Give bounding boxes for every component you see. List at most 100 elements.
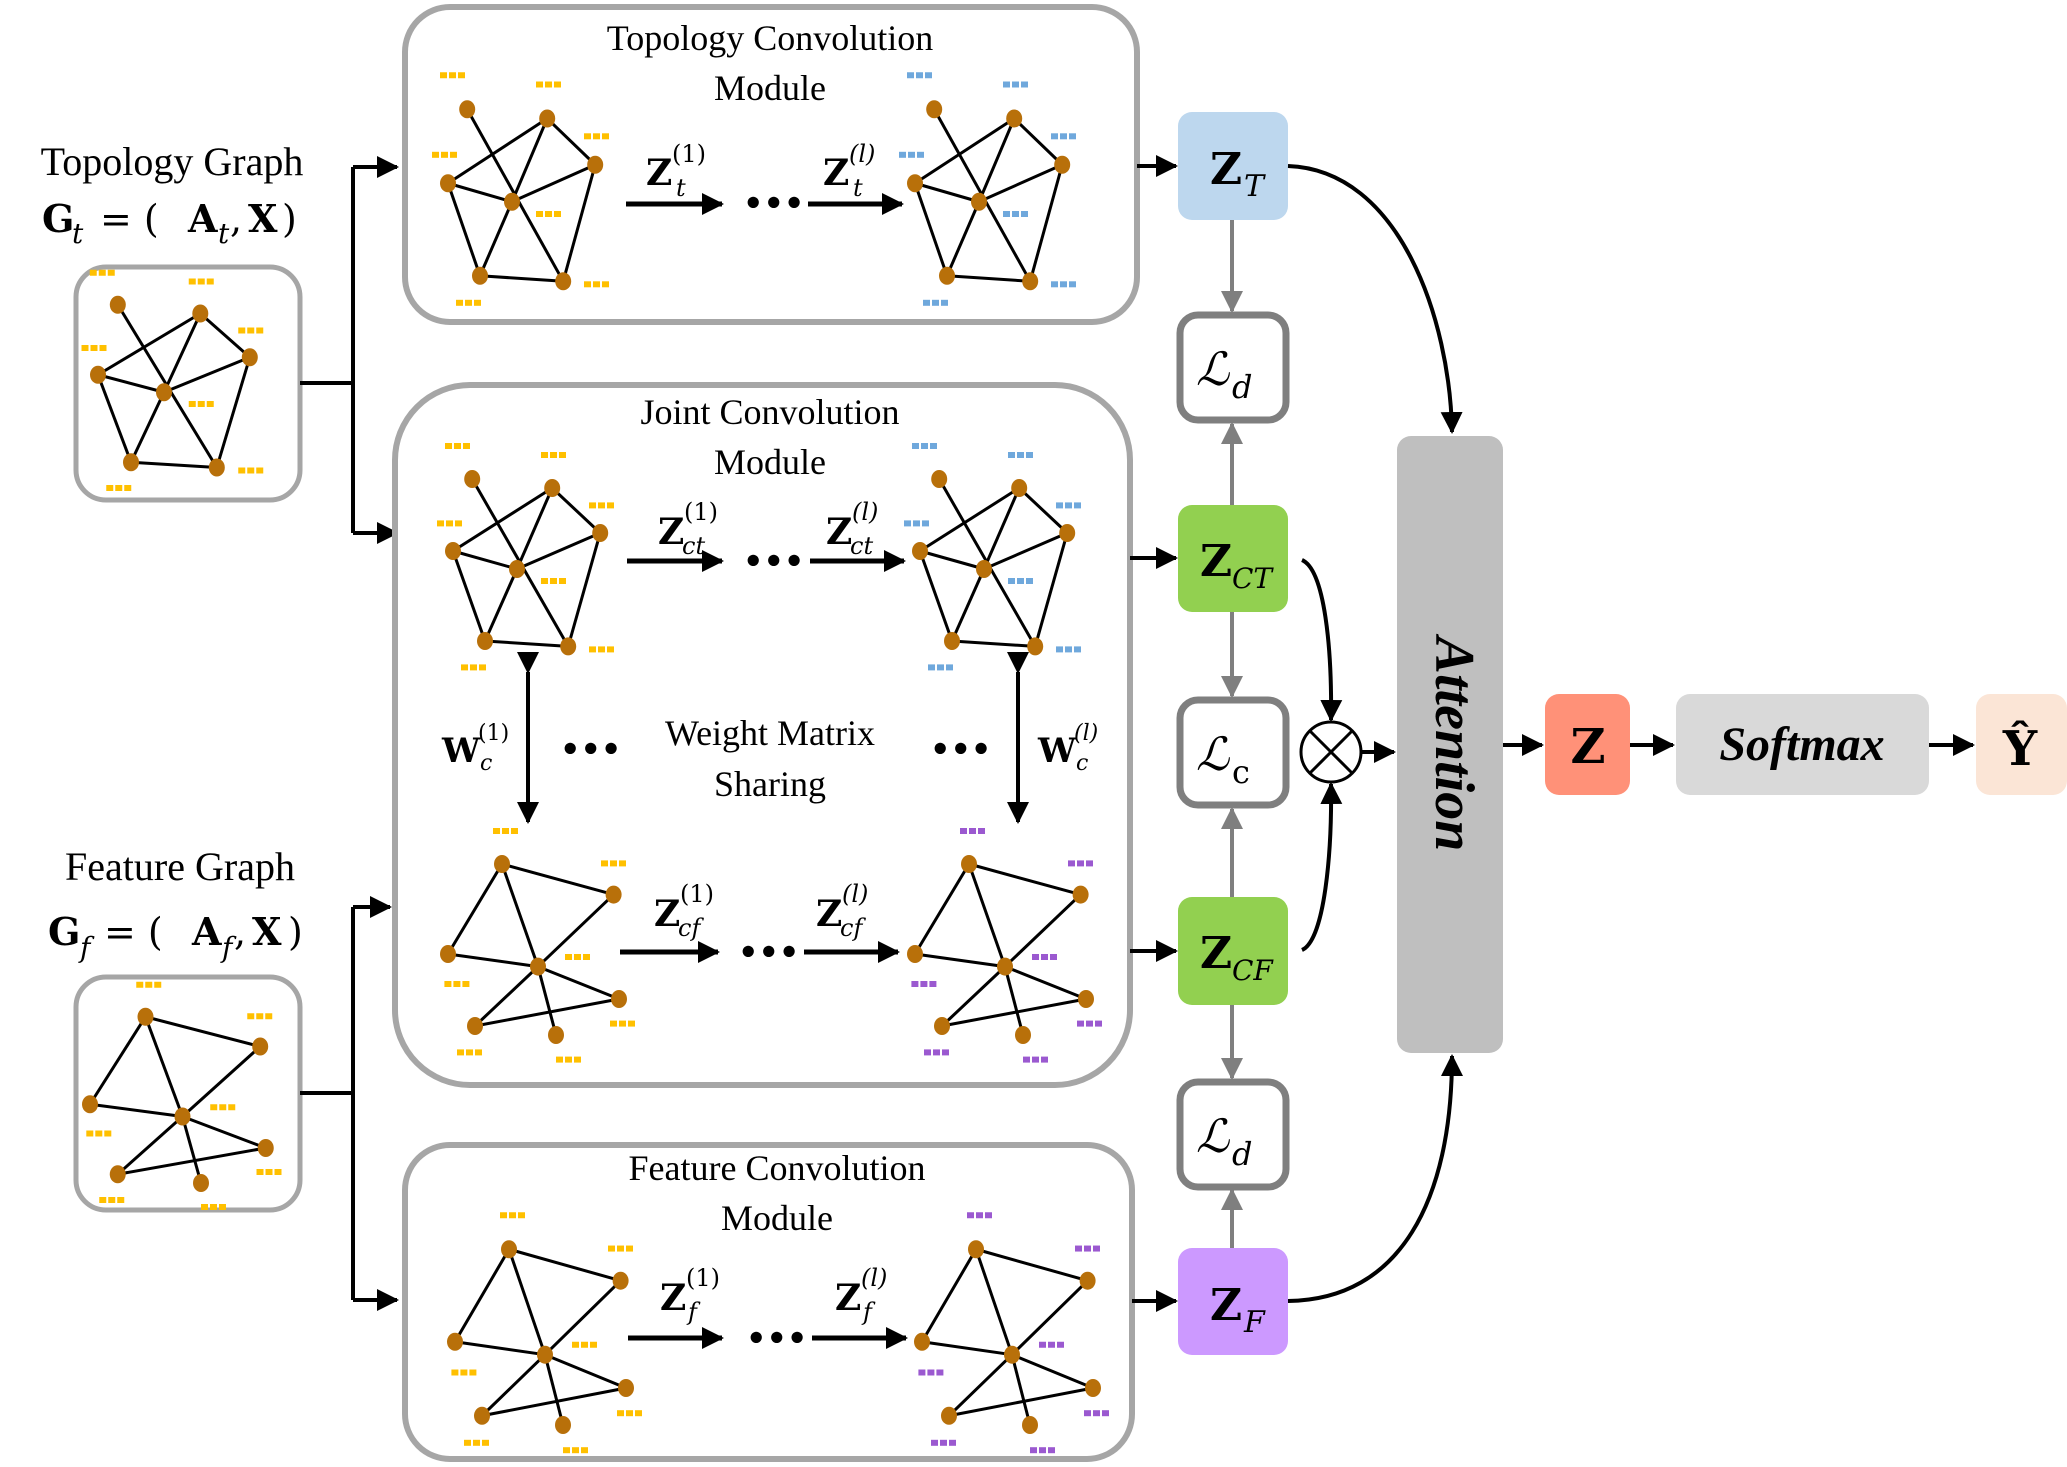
topology-module-out-feature-cell <box>1003 81 1010 88</box>
feature-graph-input: Feature Graph G f = ( A f , X ) <box>48 844 303 1213</box>
joint-bottom-out-edge <box>1004 965 1087 1001</box>
joint-bottom-out-feature-cell <box>1023 1056 1030 1063</box>
feature-module-in-edge <box>480 1353 547 1417</box>
feature-module-in-feature-cell <box>469 1369 477 1376</box>
joint-bottom-out-edge <box>967 863 1007 968</box>
topology-input-feature-cell <box>206 401 214 407</box>
feature-input-node <box>137 1007 154 1026</box>
svg-text:A: A <box>191 909 222 954</box>
feature-module-out-edge <box>1010 1354 1032 1426</box>
joint-bottom-out-edge <box>1003 893 1082 968</box>
joint-bottom-in-feature-cell <box>610 1020 617 1027</box>
feature-input-feature-cell <box>228 1104 236 1111</box>
topology-module-in-feature-cell <box>536 81 543 88</box>
joint-top-out-feature-cell <box>1065 646 1072 653</box>
joint-module-feature-input-graph <box>440 828 635 1063</box>
feature-module-in-edge <box>543 1279 622 1356</box>
topology-module-out-edge <box>946 274 1031 283</box>
joint-bottom-in-feature-cell <box>574 954 581 960</box>
feature-module-in-feature-cell <box>572 1341 579 1348</box>
joint-top-out-edge <box>1033 532 1069 647</box>
topology-module-in-edge <box>546 117 597 166</box>
joint-bottom-in-node <box>548 1026 564 1044</box>
feature-input-feature-cell <box>86 1130 94 1137</box>
joint-top-out-feature-cell <box>904 520 911 527</box>
svg-text:ℒ: ℒ <box>1196 1109 1230 1163</box>
topology-module-out-edge <box>1028 164 1064 282</box>
feature-module-in-feature-cell <box>464 1439 471 1446</box>
feature-input-edge <box>117 1146 267 1176</box>
module-output-arrows <box>1130 155 1178 1312</box>
feature-input-node <box>193 1174 209 1192</box>
topology-module-out-edge <box>978 163 1063 204</box>
svg-text:•••: ••• <box>746 1319 807 1357</box>
joint-top-out-edge <box>950 568 986 642</box>
joint-bottom-in-edge <box>500 863 540 968</box>
joint-top-out-node <box>912 542 928 560</box>
feature-module-out-feature-cell <box>1039 1341 1046 1348</box>
joint-bottom-in-feature-cell <box>444 981 452 987</box>
joint-bottom-out-node <box>1072 885 1089 904</box>
svg-text:= (: = ( <box>100 197 159 241</box>
feature-module-input-graph <box>447 1212 642 1454</box>
svg-text:•••: ••• <box>743 542 804 580</box>
joint-bottom-in-feature-cell <box>628 1020 635 1027</box>
z-output-box: Z <box>1545 694 1630 795</box>
joint-bottom-in-node <box>530 957 546 976</box>
feature-graph-formula: G f = ( A f , X ) <box>48 909 303 964</box>
joint-bottom-in-feature-cell <box>610 860 617 867</box>
joint-top-in-feature-cell <box>559 578 566 584</box>
svg-text:f: f <box>78 931 95 964</box>
topology-module-in-feature-cell <box>440 72 447 79</box>
zf-box: Z F <box>1178 1248 1288 1355</box>
feature-input-node <box>109 1165 126 1184</box>
joint-bottom-out-feature-cell <box>960 828 967 834</box>
topology-module-in-feature-cell <box>465 299 472 306</box>
joint-bottom-in-feature-cell <box>574 1056 581 1063</box>
topology-input-node <box>123 453 139 472</box>
topology-input-edge <box>97 373 165 394</box>
topology-input-feature-cell <box>81 345 89 351</box>
joint-top-in-edge <box>516 531 601 571</box>
svg-text:•••: ••• <box>930 730 991 768</box>
feature-module-in-feature-cell <box>509 1212 516 1219</box>
joint-top-in-feature-cell <box>589 646 596 653</box>
topology-module-in-edge <box>446 182 482 277</box>
joint-top-in-feature-cell <box>479 664 486 671</box>
topology-module-out-feature-cell <box>1012 81 1019 88</box>
joint-bottom-out-feature-cell <box>1041 954 1048 960</box>
topology-input-edge <box>129 391 166 463</box>
feature-module-out-feature-cell <box>1057 1341 1064 1348</box>
joint-bottom-out-feature-cell <box>1077 1020 1084 1027</box>
topology-input-feature-cell <box>238 327 246 334</box>
joint-bottom-in-edge <box>473 965 540 1028</box>
topology-module-out-edge <box>914 181 980 204</box>
svg-text:•••: ••• <box>560 730 621 768</box>
joint-bottom-in-feature-cell <box>475 1049 482 1056</box>
loss-c: ℒ c <box>1176 696 1290 809</box>
feature-input-feature-cell <box>154 981 162 988</box>
joint-bottom-out-edge <box>913 863 971 955</box>
feature-module-in-node <box>612 1271 629 1290</box>
feature-input-edge <box>145 1015 261 1048</box>
svg-text:Z: Z <box>823 152 849 194</box>
topology-module-in-feature-cell <box>458 72 465 79</box>
feature-module-out-edge <box>975 1247 1089 1283</box>
joint-top-out-feature-cell <box>922 520 929 527</box>
joint-bottom-in-feature-cell <box>601 860 608 867</box>
feature-module-in-node <box>555 1416 571 1434</box>
svg-text:Z: Z <box>1200 928 1232 979</box>
feature-module-in-feature-cell <box>572 1447 579 1454</box>
topology-module-out-edge <box>914 117 1016 185</box>
topology-module-out-edge <box>977 117 1016 203</box>
feature-module-in-edge <box>481 1386 627 1418</box>
topology-module-in-feature-cell <box>584 281 591 288</box>
svg-text:Attention: Attention <box>1423 634 1485 852</box>
feature-module-in-feature-cell <box>617 1245 624 1252</box>
feature-module-out-edge <box>1011 1353 1094 1390</box>
joint-bottom-out-feature-cell <box>1032 954 1039 960</box>
topology-module-out-feature-cell <box>916 72 923 79</box>
feature-module-output-graph <box>914 1212 1109 1454</box>
joint-bottom-out-feature-cell <box>920 981 928 987</box>
svg-text:A: A <box>187 196 218 241</box>
